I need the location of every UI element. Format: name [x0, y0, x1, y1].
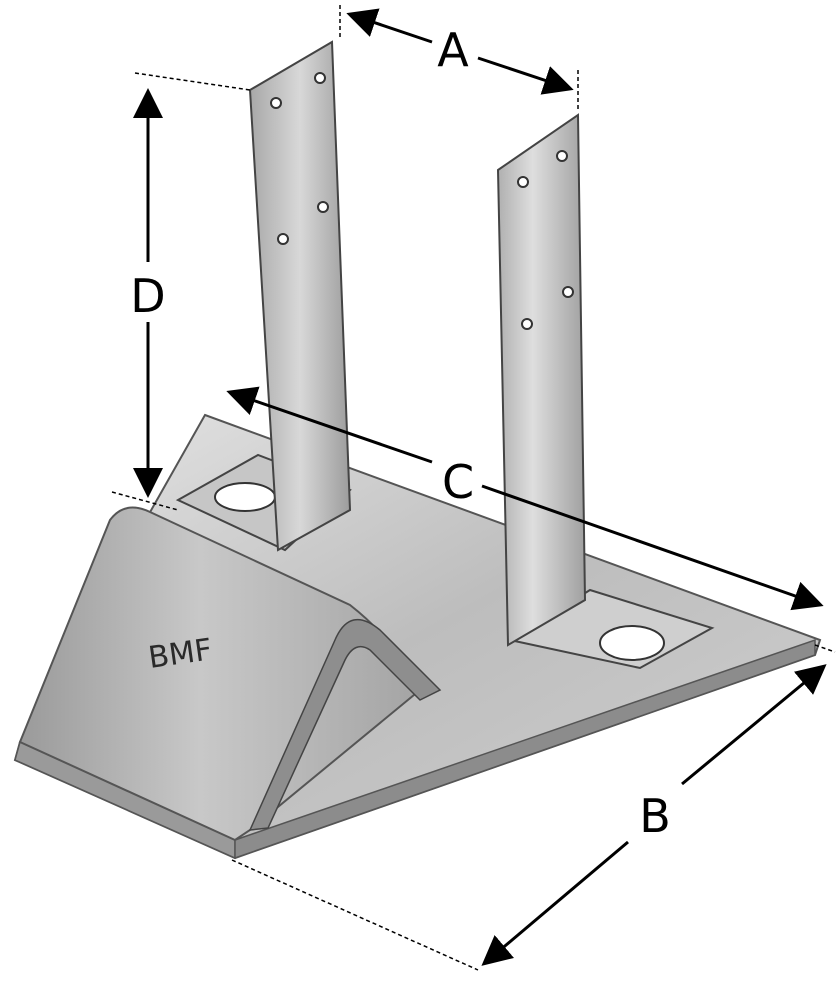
- dimension-a: A: [339, 5, 579, 112]
- screw-hole: [562, 286, 574, 298]
- screw-hole: [317, 201, 329, 213]
- screw-hole: [270, 97, 282, 109]
- dimension-label-b: B: [639, 789, 671, 843]
- bolt-hole: [599, 625, 665, 661]
- dimension-d: D: [111, 72, 251, 511]
- dimension-label-d: D: [130, 269, 165, 323]
- screw-hole: [556, 150, 568, 162]
- bolt-hole: [214, 482, 276, 512]
- dimension-c: C: [226, 386, 824, 611]
- dimension-b: B: [231, 644, 836, 971]
- screw-hole: [277, 233, 289, 245]
- dimension-label-a: A: [437, 23, 469, 77]
- screw-hole: [521, 318, 533, 330]
- screw-hole: [314, 72, 326, 84]
- left-upright-plate: [248, 40, 352, 552]
- dimension-label-c: C: [442, 455, 474, 509]
- screw-hole: [517, 176, 529, 188]
- right-upright-plate: [496, 113, 587, 647]
- base-ridge: BMF: [18, 506, 442, 842]
